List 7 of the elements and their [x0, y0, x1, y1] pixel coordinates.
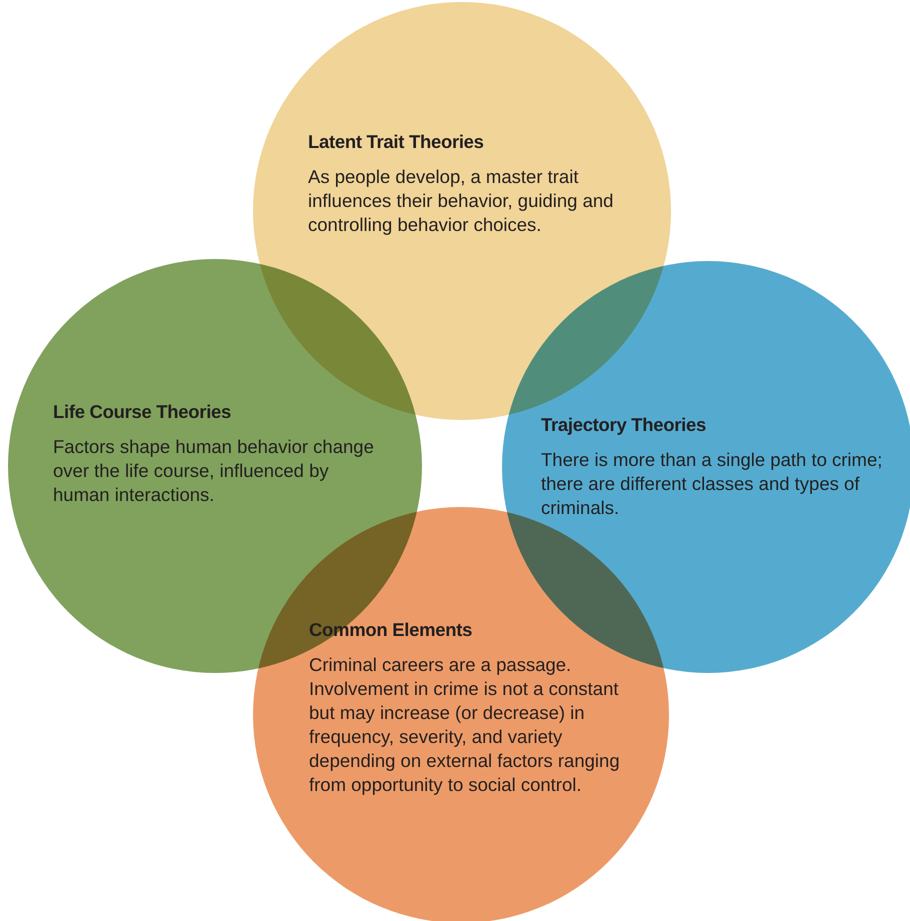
circle-description: There is more than a single path to crime; there are different classes and types of criminals.	[541, 448, 884, 520]
circle-description: Factors shape human behavior change over the life course, influenced by human interactions.	[53, 435, 375, 507]
circle-description: Criminal careers are a passage. Involvement in crime is not a constant but may increase (or decrease) in frequency, severity, and variety depending on external factors ranging from opportunity to social control.	[309, 653, 621, 797]
circle-title: Life Course Theories	[53, 401, 232, 423]
circle-title: Trajectory Theories	[541, 414, 707, 436]
circle-description: As people develop, a master trait influences their behavior, guiding and controlling behavior choices.	[308, 165, 614, 237]
circle-title: Latent Trait Theories	[308, 131, 485, 153]
